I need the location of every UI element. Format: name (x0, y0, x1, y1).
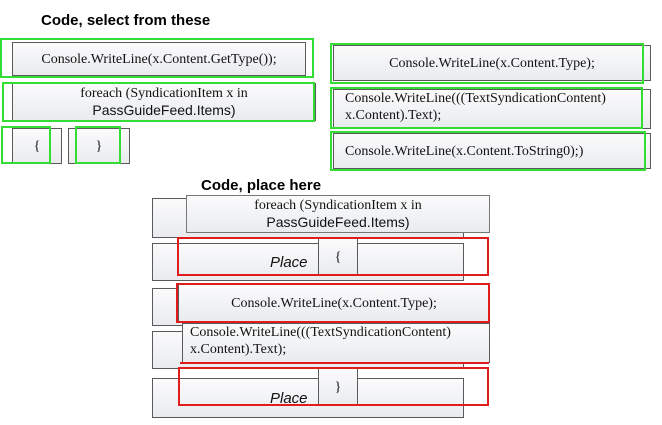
target-heading: Code, place here (201, 177, 322, 194)
drop-slot-5[interactable]: Place (152, 378, 464, 418)
code-tile-tostring[interactable]: Console.WriteLine(x.Content.ToString0);) (333, 133, 651, 169)
placement-highlight (177, 237, 489, 276)
selection-highlight (330, 87, 643, 129)
code-text: } (95, 138, 103, 154)
placed-tile-foreach[interactable]: foreach (SyndicationItem x in PassGuideF… (186, 195, 490, 233)
code-tile-gettype[interactable]: Console.WriteLine(x.Content.GetType()); (12, 42, 306, 76)
code-text-line1: Console.WriteLine(((TextSyndicationConte… (345, 91, 606, 106)
code-text-line2: x.Content).Text); (190, 342, 287, 357)
selection-highlight (75, 126, 121, 164)
code-text: { (33, 138, 41, 154)
code-text-line1: Console.WriteLine(((TextSyndicationConte… (190, 325, 451, 340)
slot-placeholder: Place (270, 254, 308, 271)
code-tile-foreach[interactable]: foreach (SyndicationItem x in PassGuideF… (12, 83, 316, 121)
code-text-line2: PassGuideFeed.Items) (266, 214, 410, 230)
code-text-line2: PassGuideFeed.Items) (92, 102, 236, 118)
slot-placeholder: Place (270, 390, 308, 407)
code-text: Console.WriteLine(x.Content.Type); (389, 55, 595, 71)
code-text: Console.WriteLine(x.Content.GetType()); (41, 51, 277, 67)
selection-highlight (330, 43, 644, 84)
placed-tile-content-type[interactable]: Console.WriteLine(x.Content.Type); (178, 284, 490, 322)
placed-tile-text-syndication[interactable]: Console.WriteLine(((TextSyndicationConte… (182, 323, 490, 363)
code-text-line1: foreach (SyndicationItem x in (80, 86, 248, 101)
code-text-line2: x.Content).Text); (345, 108, 442, 123)
placement-highlight (178, 367, 489, 406)
code-text-line1: foreach (SyndicationItem x in (254, 198, 422, 213)
placement-highlight (180, 323, 489, 364)
selection-highlight (2, 82, 315, 122)
code-text: Console.WriteLine(x.Content.Type); (231, 295, 437, 311)
code-text: { (334, 249, 342, 265)
source-heading: Code, select from these (41, 12, 211, 29)
placement-highlight (176, 283, 490, 323)
code-text: Console.WriteLine(x.Content.ToString0);) (345, 143, 584, 159)
selection-highlight (0, 38, 314, 78)
selection-highlight (330, 131, 646, 171)
code-tile-text-syndication[interactable]: Console.WriteLine(((TextSyndicationConte… (333, 89, 651, 129)
code-text: } (334, 379, 342, 395)
code-tile-content-type[interactable]: Console.WriteLine(x.Content.Type); (333, 45, 651, 81)
selection-highlight (1, 126, 51, 164)
